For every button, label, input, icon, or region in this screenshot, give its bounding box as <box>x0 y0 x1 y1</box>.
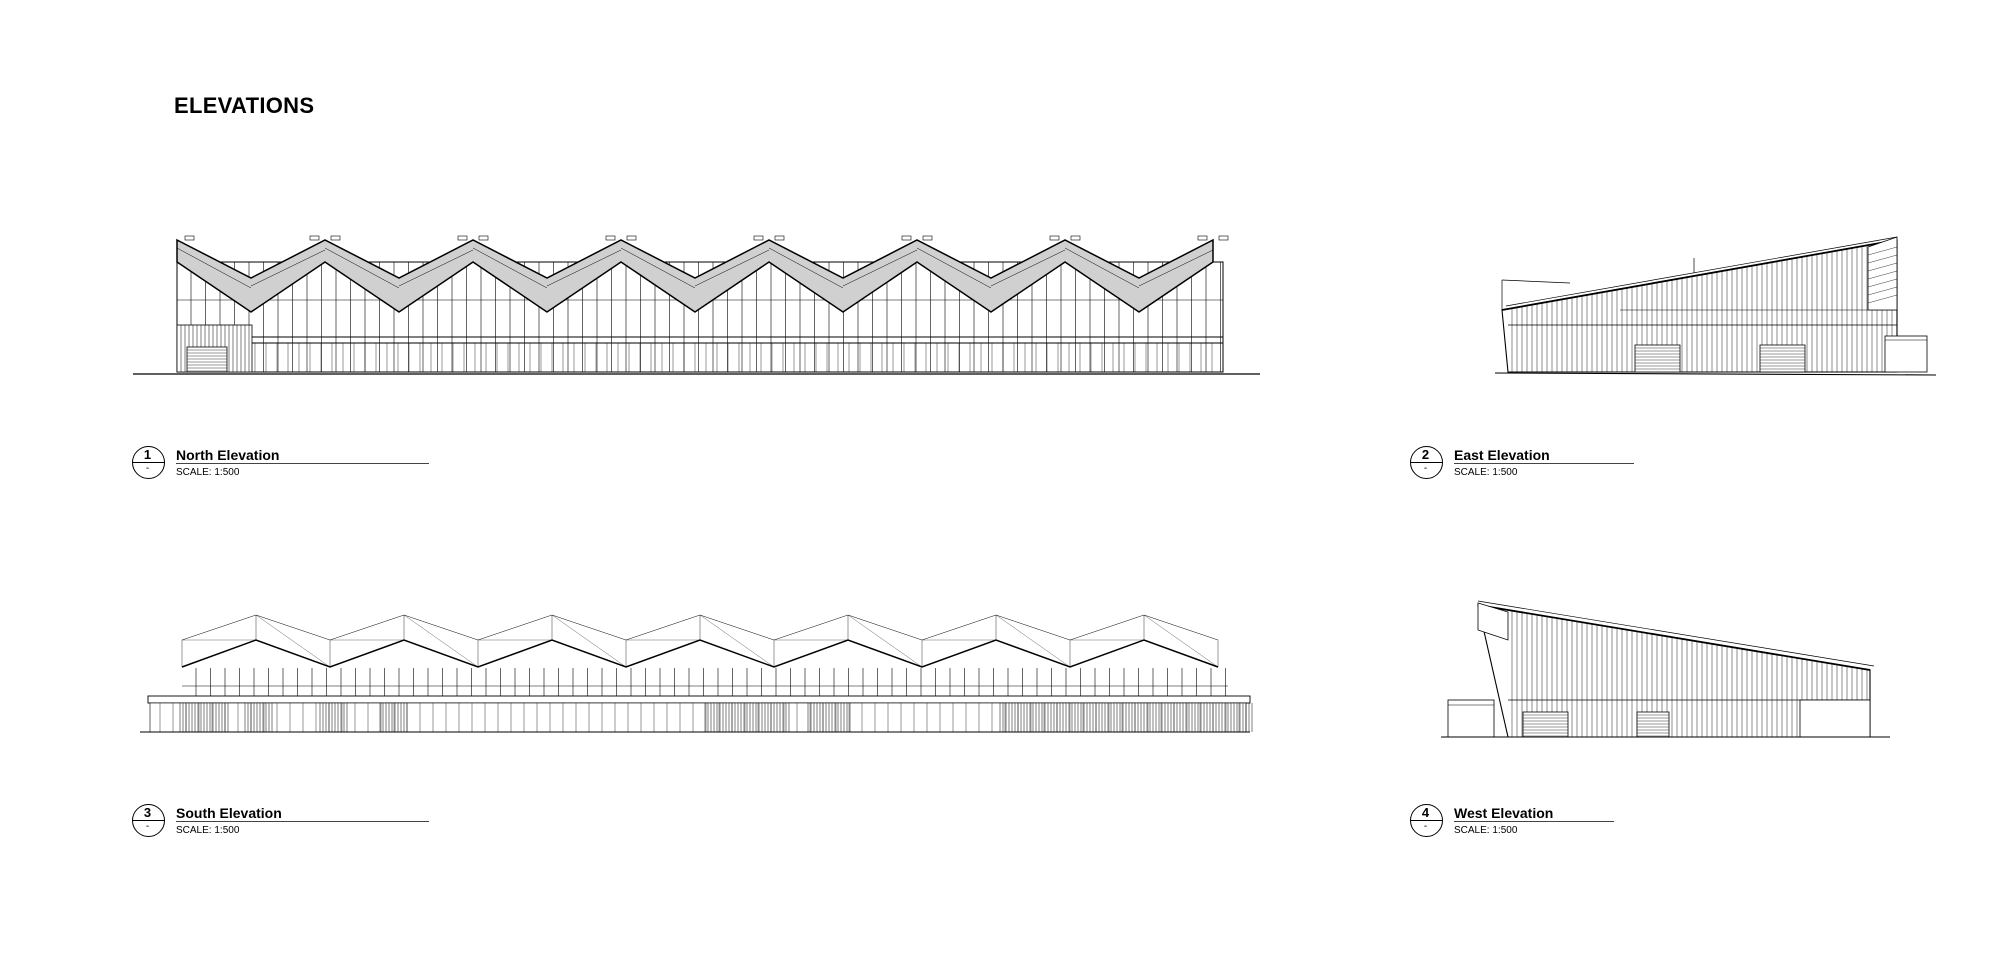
south-elevation-drawing <box>140 614 1253 733</box>
view-number: 4 <box>1421 805 1430 820</box>
view-scale: SCALE: 1:500 <box>176 467 240 478</box>
sheet-reference: - <box>145 821 150 832</box>
title-underline <box>176 821 429 822</box>
view-label-east: 2 - East Elevation SCALE: 1:500 <box>1410 446 1730 486</box>
sheet-reference: - <box>1423 821 1428 832</box>
view-name: South Elevation <box>176 805 282 821</box>
view-number-bubble <box>132 446 165 479</box>
view-label-north: 1 - North Elevation SCALE: 1:500 <box>132 446 452 486</box>
view-number: 2 <box>1421 447 1430 462</box>
view-scale: SCALE: 1:500 <box>176 825 240 836</box>
view-scale: SCALE: 1:500 <box>1454 467 1518 478</box>
title-underline <box>1454 821 1614 822</box>
view-label-south: 3 - South Elevation SCALE: 1:500 <box>132 804 452 844</box>
title-underline <box>176 463 429 464</box>
view-name: West Elevation <box>1454 805 1554 821</box>
view-number-bubble <box>1410 804 1443 837</box>
view-scale: SCALE: 1:500 <box>1454 825 1518 836</box>
north-elevation-drawing <box>133 235 1260 375</box>
east-elevation-drawing <box>1494 236 1937 376</box>
view-label-west: 4 - West Elevation SCALE: 1:500 <box>1410 804 1730 844</box>
view-number: 3 <box>143 805 152 820</box>
sheet-reference: - <box>1423 463 1428 474</box>
view-number: 1 <box>143 447 152 462</box>
west-elevation-drawing <box>1441 600 1890 738</box>
view-number-bubble <box>132 804 165 837</box>
title-underline <box>1454 463 1634 464</box>
sheet-reference: - <box>145 463 150 474</box>
view-number-bubble <box>1410 446 1443 479</box>
sheet-title: ELEVATIONS <box>174 93 315 118</box>
view-name: East Elevation <box>1454 447 1550 463</box>
view-name: North Elevation <box>176 447 280 463</box>
